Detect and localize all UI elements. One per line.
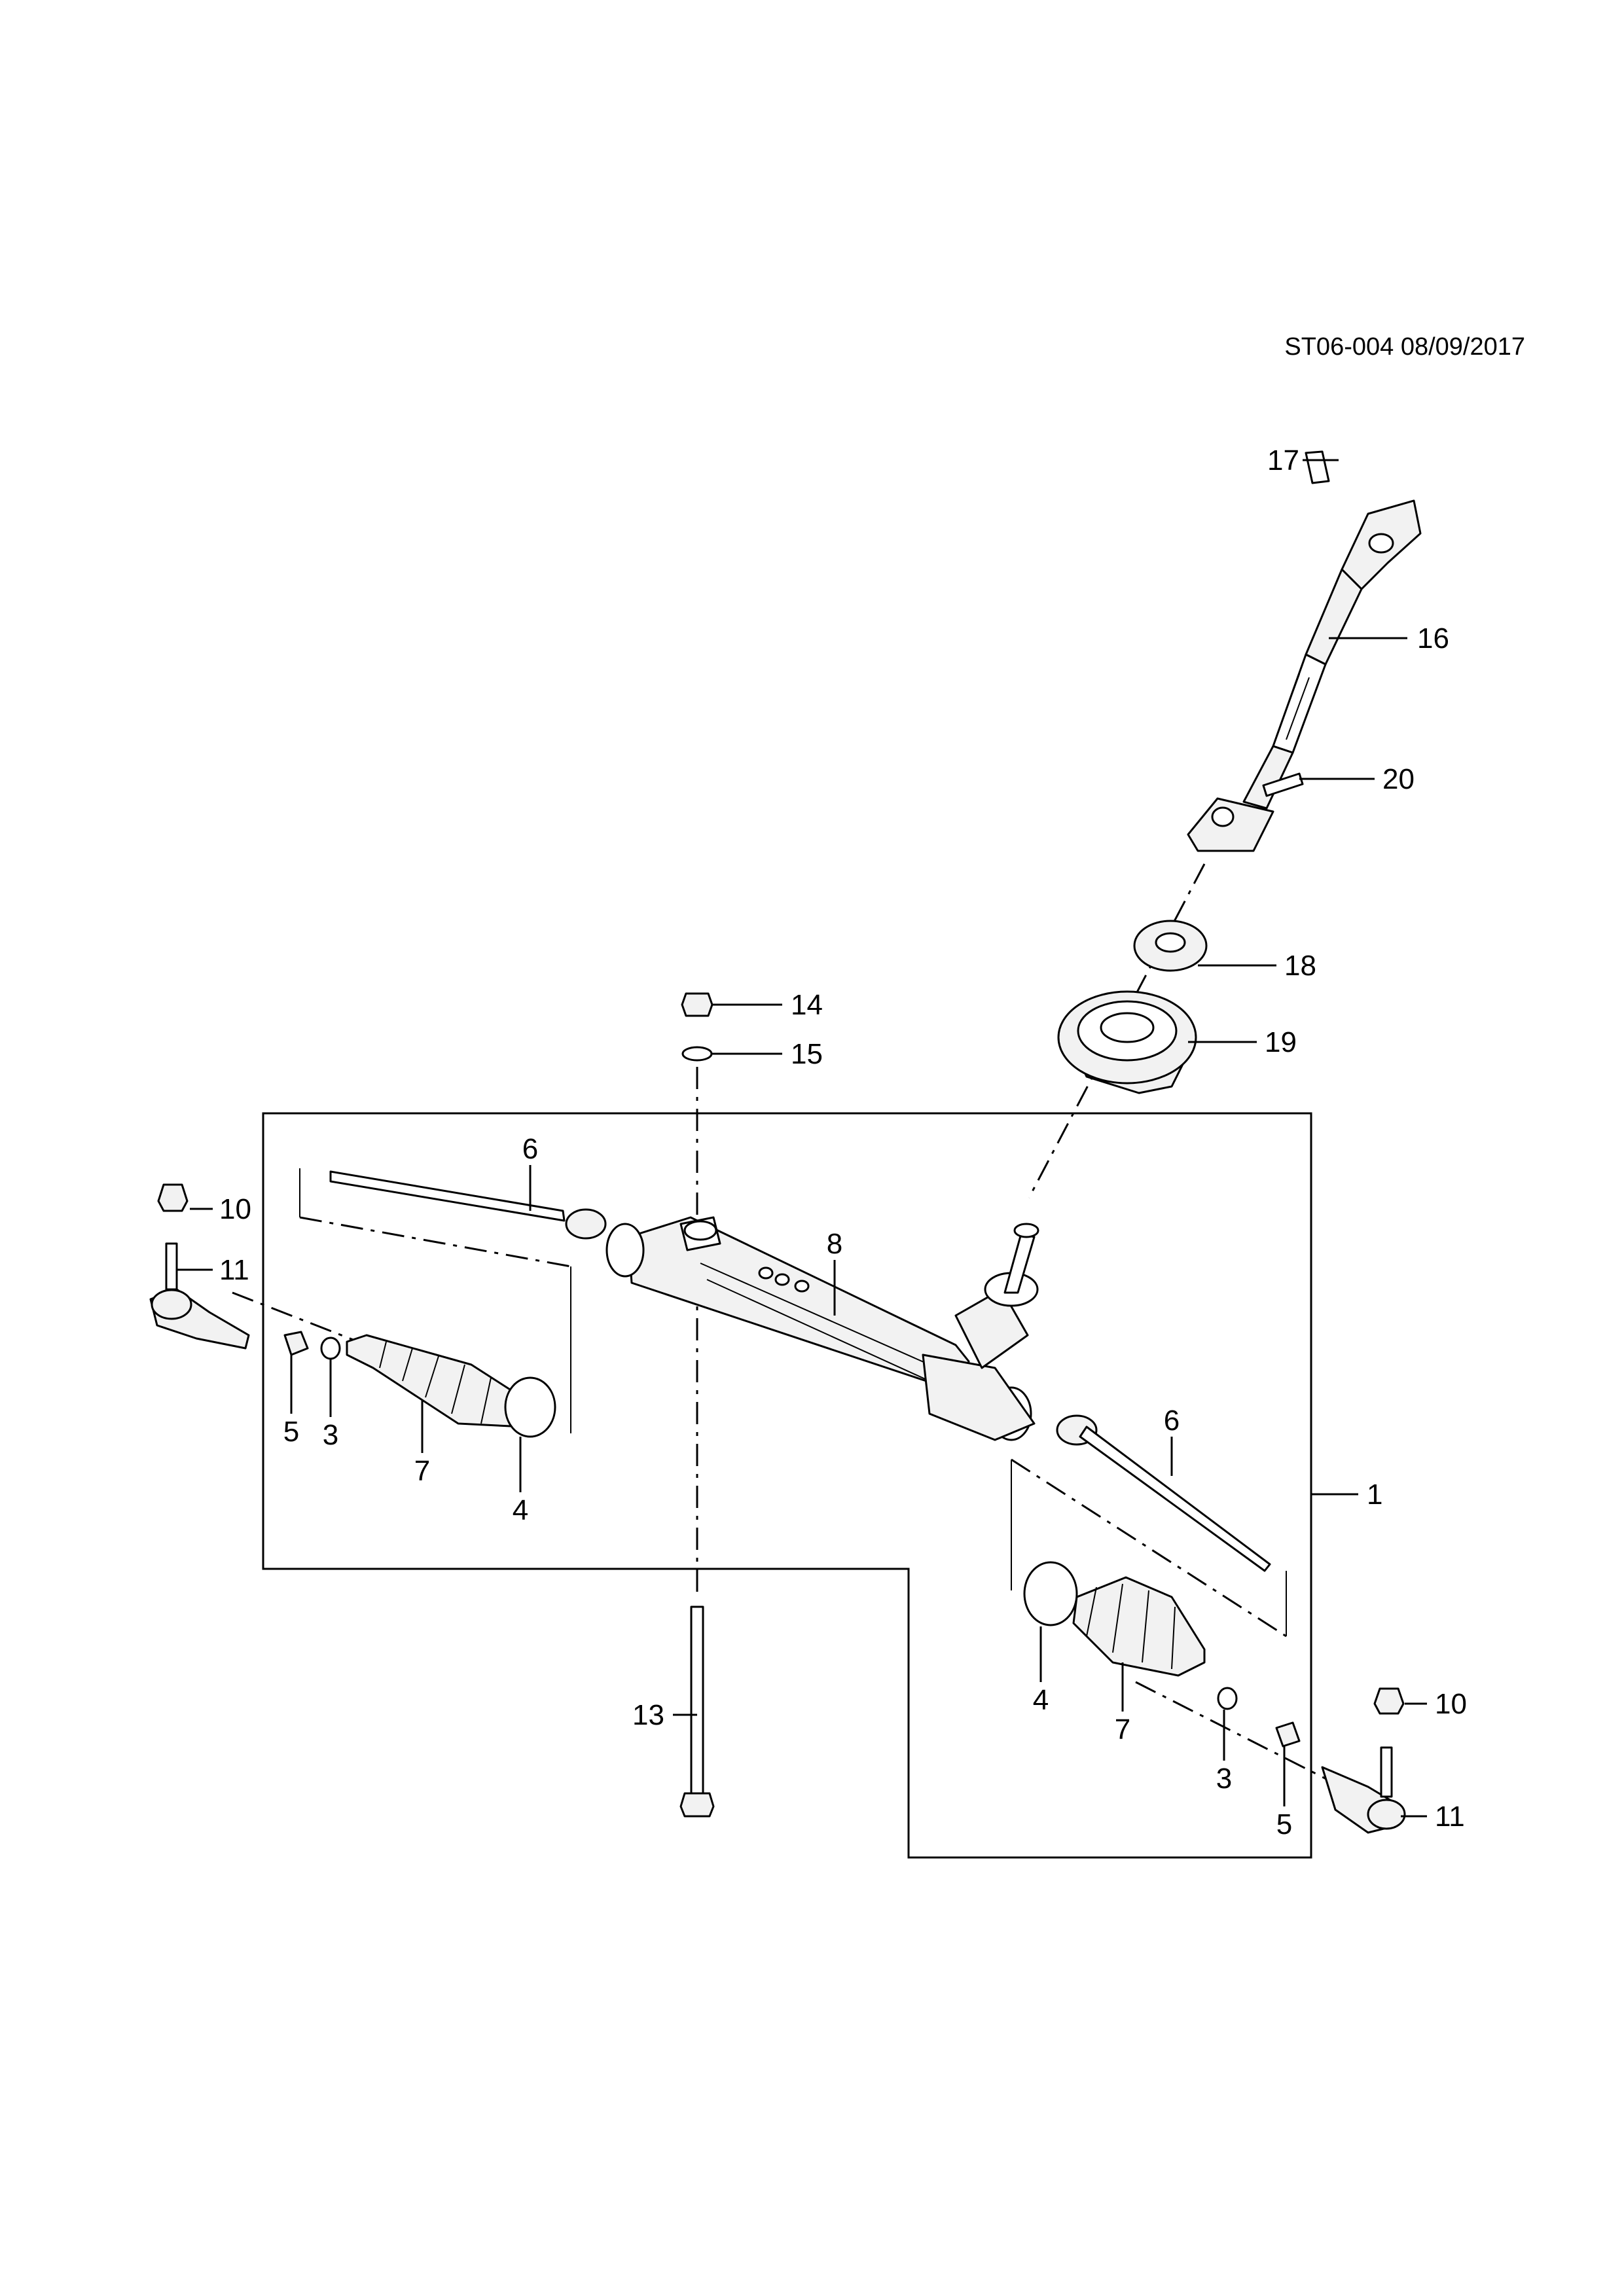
- callout-8: 8: [827, 1228, 842, 1260]
- callout-6-right: 6: [1164, 1405, 1180, 1437]
- tie-rod-end-left: [149, 1242, 250, 1350]
- callout-13: 13: [632, 1699, 664, 1731]
- callout-14: 14: [791, 989, 823, 1021]
- steering-boot-left: [346, 1334, 525, 1428]
- tie-rod-end-right: [1321, 1746, 1406, 1834]
- bolt-13: [679, 1605, 715, 1818]
- callout-4-right: 4: [1033, 1684, 1049, 1716]
- callout-15: 15: [791, 1038, 823, 1070]
- document-reference: ST06-004 08/09/2017: [1284, 333, 1525, 361]
- tie-rod-end-nut-right: [1373, 1687, 1405, 1715]
- callout-18: 18: [1284, 950, 1316, 982]
- callout-3-right: 3: [1216, 1763, 1232, 1795]
- seal-18: [1133, 920, 1208, 972]
- callout-10-right: 10: [1435, 1688, 1467, 1720]
- lock-nut-right: [1275, 1721, 1301, 1748]
- leader-lines: [177, 459, 1427, 1818]
- callout-20: 20: [1382, 763, 1415, 795]
- callout-6-left: 6: [522, 1133, 538, 1165]
- callout-3-left: 3: [323, 1419, 338, 1451]
- callout-10-left: 10: [219, 1193, 251, 1225]
- small-clamp-right: [1217, 1687, 1238, 1710]
- callout-11-right: 11: [1435, 1801, 1465, 1833]
- washer-15: [681, 1046, 713, 1062]
- callout-7-left: 7: [414, 1455, 430, 1487]
- boot-clamp-right: [1023, 1561, 1078, 1626]
- callout-5-right: 5: [1276, 1808, 1292, 1840]
- callout-4-left: 4: [513, 1494, 528, 1526]
- callout-7-right: 7: [1115, 1713, 1130, 1746]
- tie-rod-left: [329, 1170, 607, 1240]
- callout-1: 1: [1367, 1479, 1382, 1511]
- callout-labels: 17 16 20 18 19 14 15 13 1 6 8 6 7 4 5 3 …: [219, 444, 1467, 1840]
- callout-19: 19: [1265, 1026, 1297, 1058]
- intermediate-steering-shaft: [1187, 450, 1422, 852]
- callout-17: 17: [1267, 444, 1299, 476]
- callout-5-left: 5: [283, 1416, 299, 1448]
- tie-rod-end-nut-left: [157, 1183, 189, 1212]
- callout-11-left: 11: [219, 1254, 249, 1286]
- boot-clamp-left: [504, 1376, 556, 1438]
- steering-gear-housing: [605, 1216, 1039, 1441]
- dash-boot-19: [1057, 990, 1197, 1094]
- small-clamp-left: [320, 1336, 341, 1360]
- callout-16: 16: [1417, 622, 1449, 655]
- steering-boot-right: [1072, 1576, 1206, 1677]
- tie-rod-right: [1056, 1414, 1271, 1572]
- nut-14: [681, 992, 713, 1017]
- lock-nut-left: [283, 1331, 309, 1356]
- assembly-outline: [262, 1112, 1312, 1859]
- bolt-20: [1262, 772, 1304, 797]
